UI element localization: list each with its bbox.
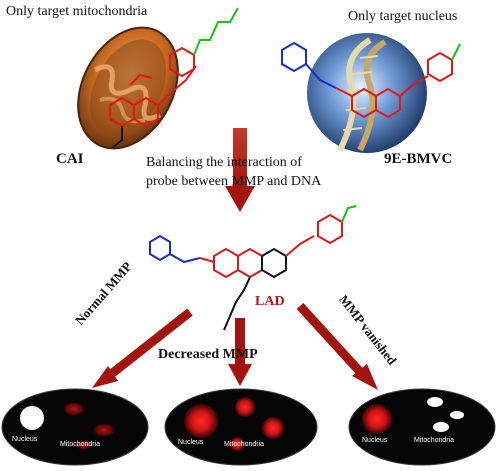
mito-spot <box>63 402 85 416</box>
mito-spot <box>433 422 449 432</box>
label-decreased-mmp: Decreased MMP <box>158 347 258 362</box>
mito-spot <box>93 423 115 437</box>
mito-spot <box>427 397 443 407</box>
label-9e-bmvc: 9E-BMVC <box>384 151 453 167</box>
cell3-mito-label: Mitochondria <box>414 437 455 444</box>
cell-normal <box>1 388 149 466</box>
label-only-target-nucleus: Only target nucleus <box>348 9 458 24</box>
label-balancing-line1: Balancing the interaction of <box>146 155 302 170</box>
cai-molecule <box>109 7 239 149</box>
cell-decreased <box>164 388 318 466</box>
central-arrow <box>225 128 255 212</box>
mito-spot <box>235 397 255 417</box>
mitochondrion-image <box>77 26 179 150</box>
arrow-normal-mmp <box>92 308 193 388</box>
arrow-mmp-vanished <box>296 302 378 390</box>
cell2-mito-label: Mitochondria <box>224 441 265 448</box>
label-cai: CAI <box>56 151 84 167</box>
cell-vanished <box>348 388 496 466</box>
mito-spot <box>76 440 92 450</box>
mito-spot <box>450 411 464 419</box>
nucleus-image <box>307 33 427 153</box>
bmvc-molecule <box>281 41 461 119</box>
nucleus-spot <box>20 406 44 430</box>
cell3-nucleus-label: Nucleus <box>362 437 388 444</box>
cell1-nucleus-label: Nucleus <box>12 436 38 443</box>
arrow-decreased-mmp <box>228 318 252 386</box>
label-only-target-mitochondria: Only target mitochondria <box>6 4 148 19</box>
cell1-mito-label: Mitochondria <box>60 441 101 448</box>
nucleus-spot <box>362 404 392 434</box>
label-lad: LAD <box>255 294 285 309</box>
mito-spot <box>230 437 244 451</box>
mito-spot <box>262 417 284 439</box>
label-balancing-line2: probe between MMP and DNA <box>146 174 322 189</box>
lad-molecule <box>149 205 357 331</box>
nucleus-spot <box>184 404 218 438</box>
cell2-nucleus-label: Nucleus <box>178 439 204 446</box>
